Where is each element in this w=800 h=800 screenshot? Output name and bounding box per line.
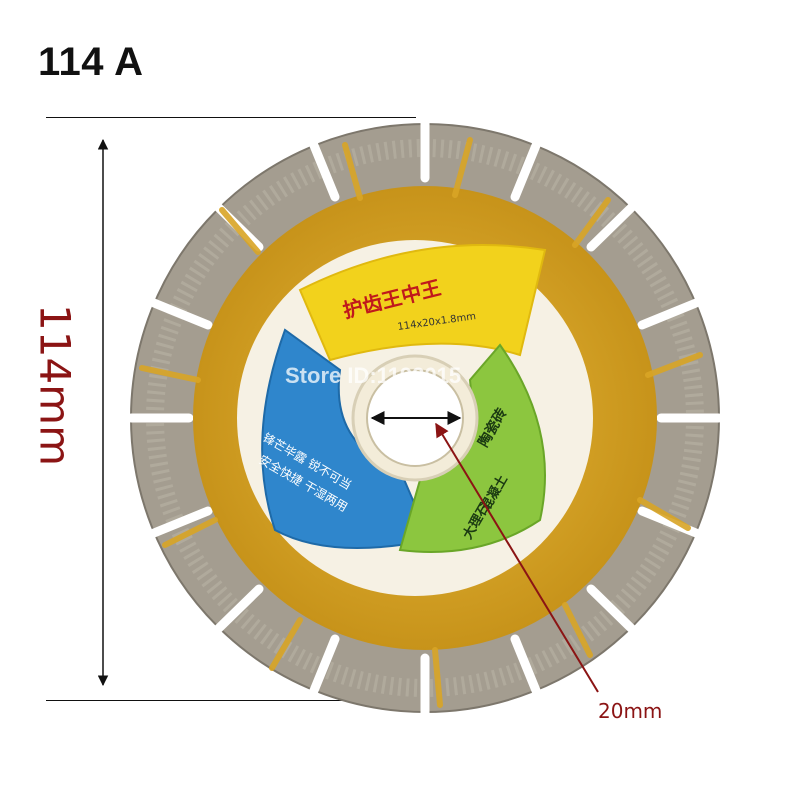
turbo-streaks — [139, 137, 703, 708]
product-title: 114 A — [38, 40, 144, 84]
blue-ribbon — [261, 328, 432, 549]
blade-gullets — [126, 115, 724, 721]
store-watermark: Store ID:1192015 — [285, 363, 462, 388]
yellow-ribbon — [298, 244, 547, 362]
bore-pointer — [435, 422, 599, 693]
height-dimension-label: 114mm — [30, 304, 80, 466]
bottom-dimension-line — [46, 700, 420, 701]
top-dimension-line — [46, 117, 416, 118]
bore-dimension-label: 20mm — [598, 699, 663, 723]
